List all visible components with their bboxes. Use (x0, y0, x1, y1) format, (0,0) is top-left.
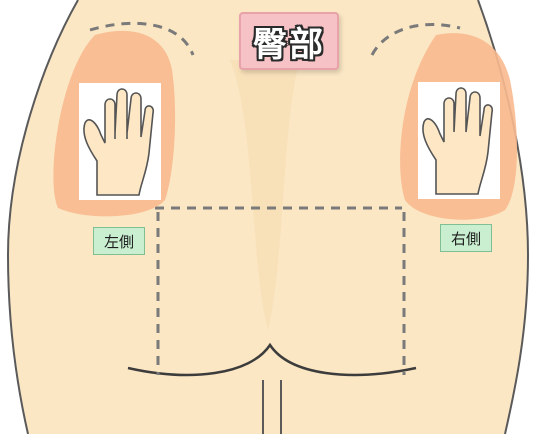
hand-icon (418, 82, 500, 199)
right-side-label: 右側 (440, 224, 492, 252)
page-title: 臀部 (253, 17, 325, 66)
left-side-label: 左側 (93, 227, 145, 255)
hand-icon (79, 83, 161, 200)
title-box: 臀部 (239, 12, 339, 70)
